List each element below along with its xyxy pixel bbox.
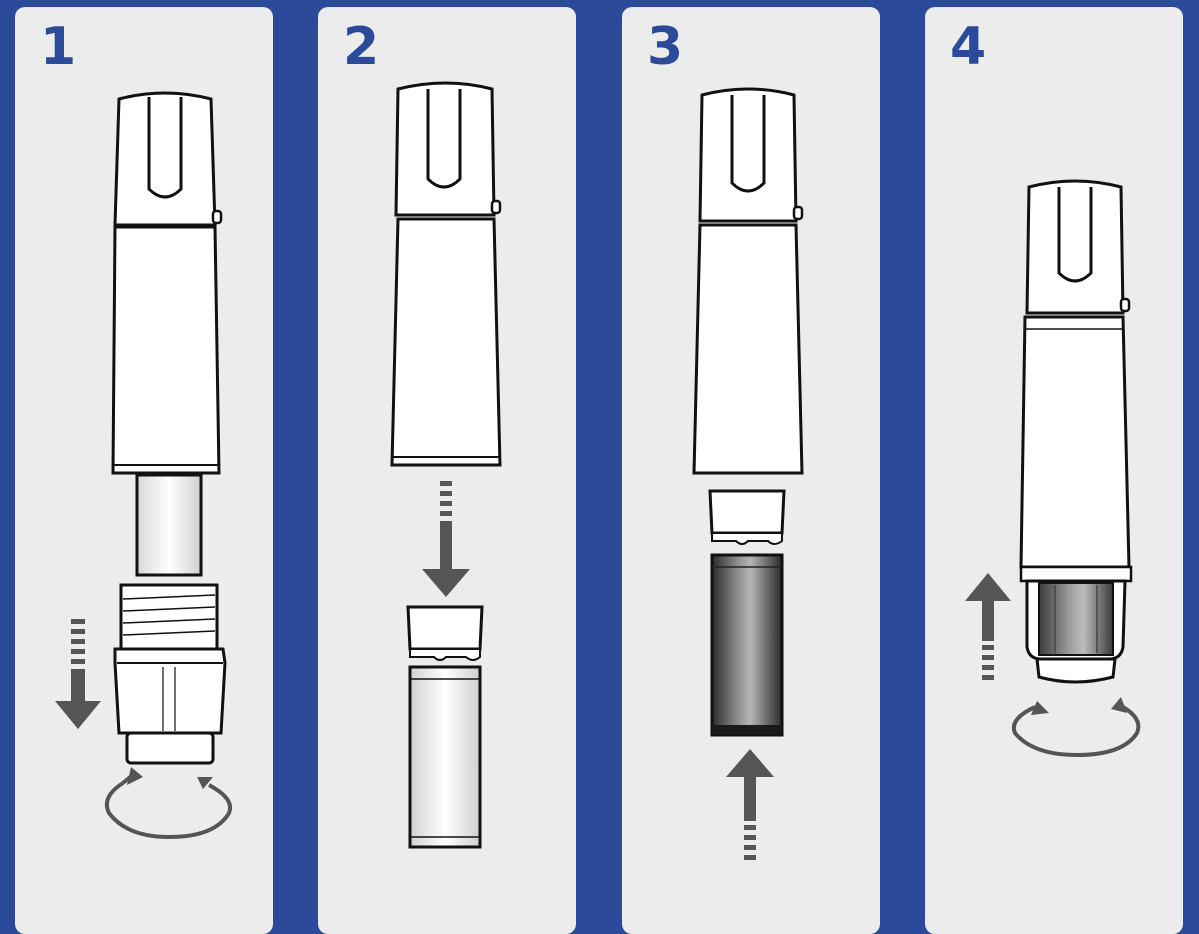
refill-cartridge [708, 489, 786, 737]
pen-body [692, 223, 804, 475]
pen-body [1019, 315, 1131, 569]
rotate-arrow-icon [104, 767, 232, 840]
step-2-illustration [390, 81, 502, 849]
step-number: 4 [950, 17, 987, 77]
step-number: 2 [343, 17, 380, 77]
refill-sleeve [135, 473, 203, 577]
step-panel-2: 2 [318, 7, 576, 934]
refill-cartridge [406, 605, 484, 849]
step-1-illustration [55, 91, 232, 840]
bottom-cap [113, 583, 227, 765]
pen-cap [698, 87, 804, 223]
step-panel-1: 1 [15, 7, 273, 934]
pen-cap [113, 91, 223, 227]
arrow-up-icon [726, 749, 774, 860]
step-panel-4: 4 [925, 7, 1183, 934]
step-panel-3: 3 [622, 7, 880, 934]
arrow-down-icon [55, 619, 101, 729]
arrow-down-icon [422, 481, 470, 597]
step-number: 3 [647, 17, 684, 77]
rotate-arrow-icon [1012, 697, 1141, 758]
step-4-illustration [965, 179, 1141, 758]
pen-cap [1025, 179, 1131, 315]
pen-body [111, 225, 221, 475]
step-3-illustration [692, 87, 804, 860]
bottom-cap-with-refill [1019, 565, 1133, 684]
arrow-up-icon [965, 573, 1011, 680]
pen-body [390, 217, 502, 467]
step-number: 1 [40, 17, 77, 77]
pen-cap [394, 81, 502, 217]
